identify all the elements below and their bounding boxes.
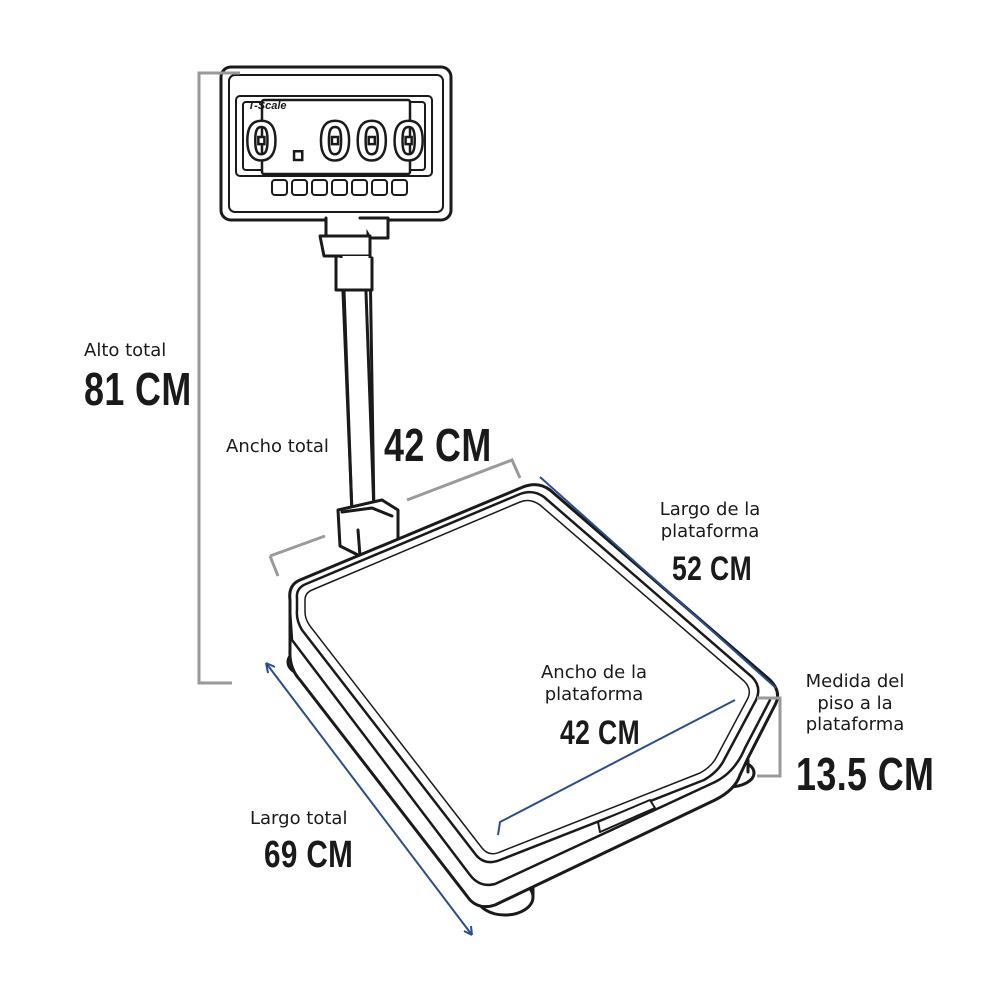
- floor-height-label-line3: plataforma: [805, 714, 905, 736]
- platform-width-value: 42 CM: [560, 714, 641, 752]
- total-length-dimension-line: [265, 662, 473, 936]
- floor-height-label: Medida del piso a la plataforma: [790, 671, 920, 736]
- keypad-key-2: [291, 179, 308, 196]
- lcd-display: [235, 95, 433, 177]
- total-length-value: 69 CM: [264, 834, 354, 876]
- platform-width-label-line1: Ancho de la: [540, 662, 647, 683]
- platform-length-label-line2: plataforma: [660, 520, 760, 542]
- keypad-key-7: [391, 179, 408, 196]
- keypad-key-5: [351, 179, 368, 196]
- platform-length-label: Largo de la plataforma: [640, 499, 780, 542]
- display-reading: 0.000: [244, 113, 428, 178]
- platform-length-value: 52 CM: [672, 550, 753, 588]
- total-height-value: 81 CM: [84, 363, 192, 415]
- keypad-key-3: [311, 179, 328, 196]
- column-pole: [331, 254, 400, 558]
- total-width-dimension-line-right: [406, 458, 522, 502]
- total-length-label: Largo total: [250, 808, 348, 829]
- platform-width-label-line2: plataforma: [544, 683, 644, 705]
- platform-width-label: Ancho de la plataforma: [524, 662, 664, 705]
- floor-height-label-line2: piso a la: [817, 692, 893, 714]
- floor-height-dimension-line: [757, 696, 782, 778]
- total-width-value: 42 CM: [384, 419, 492, 471]
- total-height-dimension-line: [197, 71, 240, 685]
- platform-length-label-line1: Largo de la: [659, 499, 761, 520]
- keypad-key-1: [271, 179, 288, 196]
- floor-height-label-line1: Medida del: [805, 671, 905, 692]
- keypad: [271, 179, 408, 196]
- platform: [286, 483, 780, 917]
- platform-length-dimension-line: [539, 476, 777, 689]
- keypad-key-4: [331, 179, 348, 196]
- total-height-label: Alto total: [84, 340, 167, 361]
- keypad-key-6: [371, 179, 388, 196]
- platform-width-dimension-line: [497, 699, 736, 836]
- brand-logo: T-Scale: [248, 100, 287, 112]
- total-width-dimension-line-left: [268, 534, 326, 577]
- total-width-label: Ancho total: [226, 436, 329, 457]
- floor-height-value: 13.5 CM: [796, 748, 935, 800]
- indicator-head: [219, 65, 453, 258]
